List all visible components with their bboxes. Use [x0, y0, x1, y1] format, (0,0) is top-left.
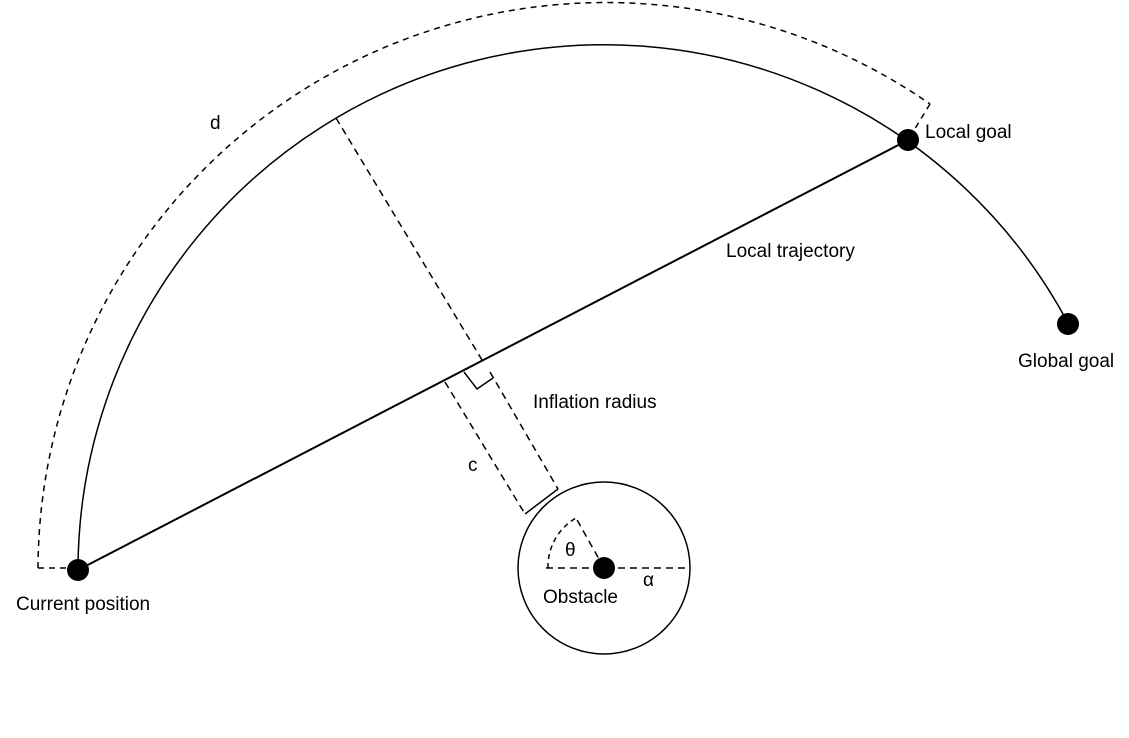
- label-theta: θ: [565, 540, 576, 561]
- theta-angle-arc: [547, 517, 577, 569]
- clearance-c-dashed-line: [444, 381, 526, 515]
- label-clearance-c: c: [468, 455, 478, 476]
- label-current-position: Current position: [16, 594, 150, 615]
- global-path-arc: [77, 43, 1069, 569]
- current-position-point: [67, 559, 89, 581]
- obstacle-inflation-circle: [517, 481, 691, 655]
- arc-to-trajectory-dashed-line: [335, 117, 483, 361]
- right-angle-marker: [463, 371, 494, 391]
- label-distance-d: d: [210, 113, 221, 134]
- label-global-goal: Global goal: [1018, 351, 1114, 372]
- global-goal-point: [1057, 313, 1079, 335]
- label-local-goal: Local goal: [925, 122, 1012, 143]
- label-local-trajectory: Local trajectory: [726, 241, 855, 262]
- label-obstacle: Obstacle: [543, 587, 618, 608]
- obstacle-point: [593, 557, 615, 579]
- local-trajectory-line: [77, 139, 909, 571]
- distance-d-dashed-arc: [37, 1, 931, 569]
- corridor-end-line: [524, 488, 559, 515]
- inflation-radius-dashed-line: [489, 371, 559, 490]
- label-inflation-radius: Inflation radius: [533, 392, 657, 413]
- obstacle-angle-ray: [575, 517, 605, 569]
- local-goal-point: [897, 129, 919, 151]
- label-alpha: α: [643, 570, 654, 591]
